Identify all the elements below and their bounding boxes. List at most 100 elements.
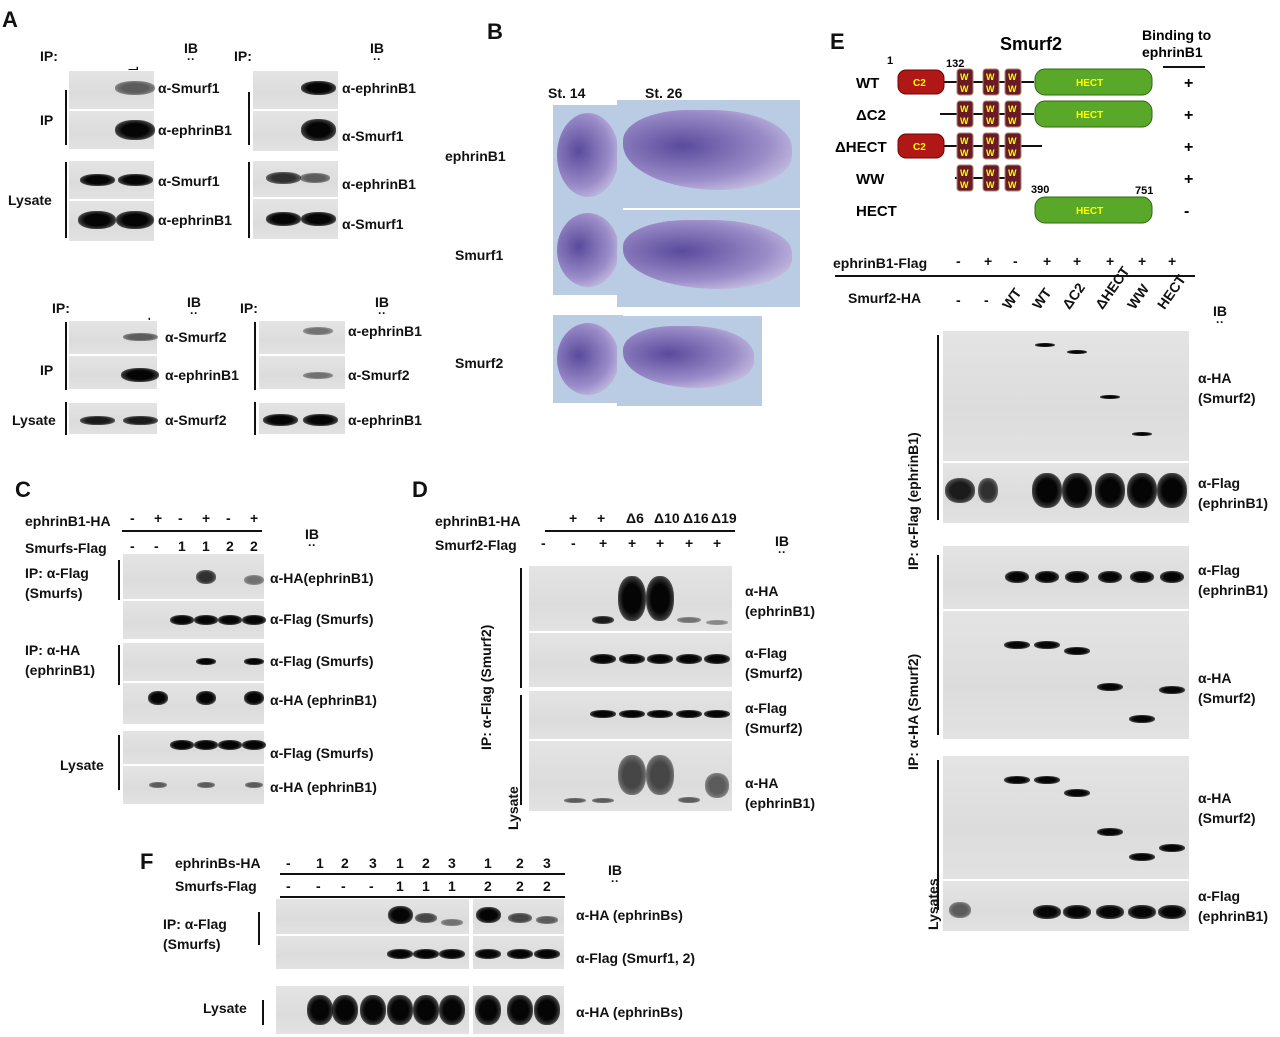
residue-number: 751 [1135, 185, 1153, 197]
blot-band [647, 654, 673, 664]
blot-band [1065, 571, 1089, 583]
label: + [154, 510, 163, 526]
underline [280, 896, 565, 898]
label: (ephrinB1) [1198, 495, 1268, 511]
bracket-line [937, 335, 939, 520]
blot-band [117, 174, 153, 186]
bracket-line [118, 735, 120, 790]
bracket-line [520, 695, 522, 805]
blot-band [475, 907, 501, 923]
blot-band [534, 995, 560, 1025]
lane-label: WW [1123, 281, 1153, 312]
binding-header: ephrinB1 [1142, 44, 1203, 60]
ib-header: IB [370, 40, 384, 62]
label: IP: [40, 48, 58, 64]
blot-band [196, 691, 216, 705]
label: α-Flag [745, 645, 788, 661]
ww-domain [982, 132, 1000, 160]
blot-band [415, 913, 437, 923]
label: (Smurf2) [1198, 810, 1256, 826]
blot-band [646, 755, 674, 795]
label: + [1168, 253, 1177, 269]
label: (ephrinB1) [25, 662, 95, 678]
panel-letter: F [140, 849, 154, 874]
embryo-image-st26 [617, 210, 800, 307]
label: + [250, 510, 259, 526]
label: - [541, 535, 546, 551]
blot-band [978, 477, 998, 503]
label: IP: α-Flag [25, 565, 89, 581]
label: α-Smurf1 [342, 216, 404, 232]
label: (ephrinB1) [1198, 908, 1268, 924]
western-blot [122, 682, 265, 725]
label: - [286, 878, 291, 894]
label: α-ephrinB1 [158, 212, 232, 228]
label: Lysate [8, 192, 52, 208]
blot-band [441, 918, 463, 926]
blot-band [78, 211, 116, 229]
label: α-HA(ephrinB1) [270, 570, 374, 586]
blot-band [115, 81, 155, 95]
label: α-HA [745, 775, 779, 791]
blot-band [618, 755, 646, 795]
blot-band [706, 619, 728, 625]
blot-band [1159, 844, 1185, 852]
ww-label: W [1008, 168, 1017, 178]
blot-band [1035, 343, 1055, 347]
blot-band [303, 327, 333, 335]
western-blot [258, 320, 346, 355]
blot-band [1097, 683, 1123, 691]
label: - [226, 510, 231, 526]
blot-band [704, 710, 730, 718]
ww-label: W [986, 148, 995, 158]
label: Δ19 [711, 510, 737, 526]
blot-band [1033, 905, 1061, 919]
blot-band [945, 477, 975, 503]
ww-domain [1004, 100, 1022, 128]
label: α-ephrinB1 [348, 412, 422, 428]
blot-band [265, 212, 301, 226]
ww-label: W [960, 116, 969, 126]
blot-band [1098, 571, 1122, 583]
blot-band [1095, 472, 1125, 508]
western-blot [122, 553, 265, 600]
label: α-Flag (Smurf1, 2) [576, 950, 696, 966]
label: + [569, 510, 578, 526]
blot-band [194, 615, 218, 625]
blot-band [79, 174, 115, 186]
label: α-Flag (Smurfs) [270, 745, 374, 761]
binding-result: - [1184, 203, 1189, 220]
ww-label: W [986, 84, 995, 94]
label: α-HA [1198, 790, 1232, 806]
label: Lysate [203, 1000, 247, 1016]
binding-result: + [1184, 171, 1193, 188]
label: α-Flag [1198, 562, 1241, 578]
blot-band [122, 333, 158, 341]
label: - [130, 510, 135, 526]
blot-band [242, 740, 266, 750]
bracket-line [248, 162, 250, 238]
blot-band [647, 710, 673, 718]
label: α-ephrinB1 [342, 80, 416, 96]
binding-result: + [1184, 139, 1193, 156]
blot-band [439, 949, 465, 959]
label: IP: [234, 48, 252, 64]
bracket-line [520, 568, 522, 688]
underline [835, 275, 1195, 277]
blot-band [676, 710, 702, 718]
ww-label: W [960, 136, 969, 146]
ww-label: W [960, 104, 969, 114]
blot-band [590, 654, 616, 664]
embryo-image-st14 [553, 105, 623, 205]
blot-band [1035, 571, 1059, 583]
label: + [1106, 253, 1115, 269]
label: + [597, 510, 606, 526]
label: α-HA [1198, 670, 1232, 686]
label: 2 [226, 538, 234, 554]
blot-band [1032, 472, 1062, 508]
hect-domain [1034, 100, 1153, 128]
hect-label: HECT [1076, 110, 1103, 121]
label: Smurf2-HA [848, 290, 922, 306]
label: 2 [250, 538, 258, 554]
